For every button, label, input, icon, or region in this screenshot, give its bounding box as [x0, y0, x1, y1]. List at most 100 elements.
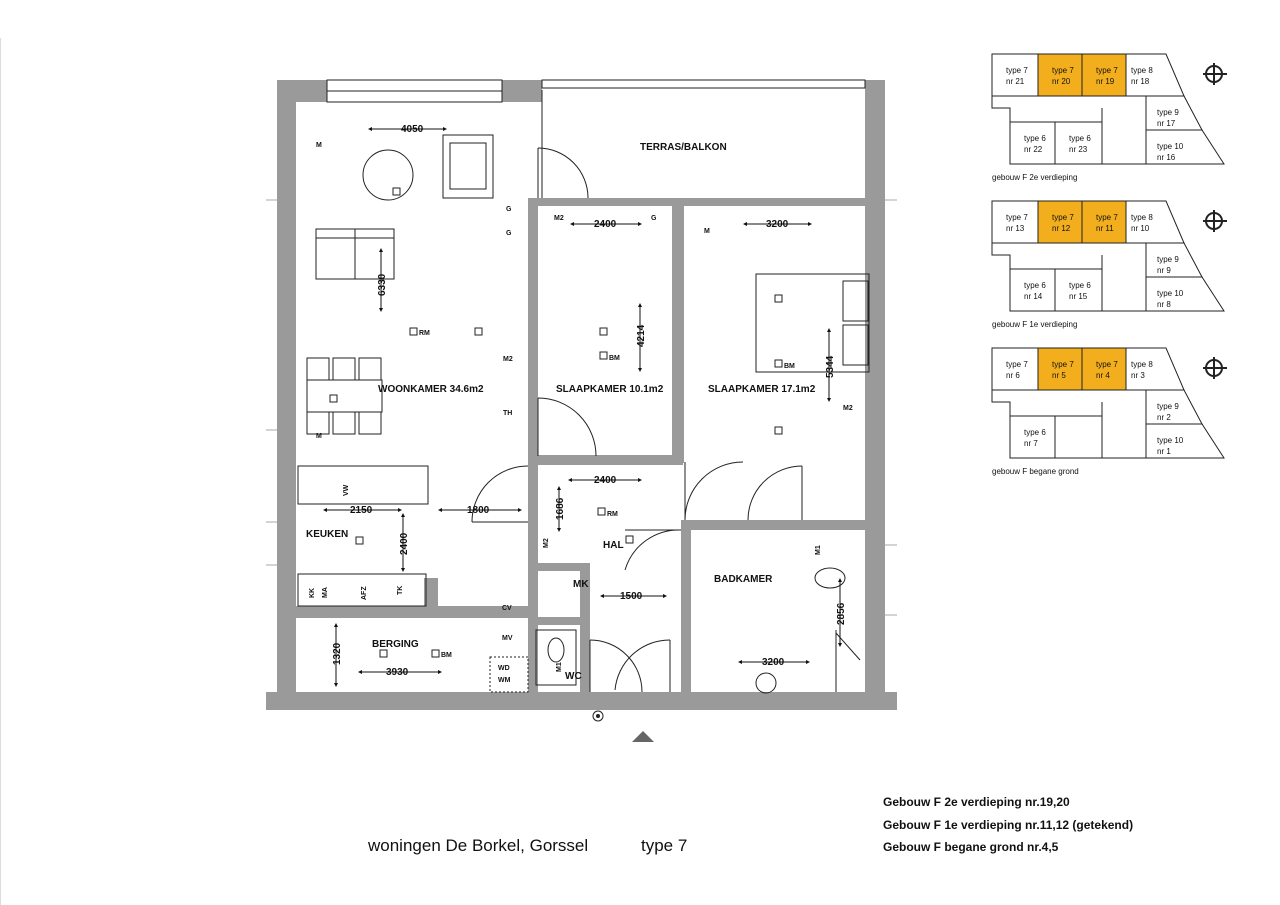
- dim-slaap1-w: 2400: [594, 219, 617, 230]
- dim-woon-w: 4050: [401, 124, 424, 135]
- keyplan-unit-nr: nr 2: [1157, 413, 1171, 422]
- keyplan-unit: [1054, 121, 1103, 165]
- sym-m2-2: M2: [503, 356, 513, 363]
- keyplan-unit: [1125, 200, 1185, 244]
- dim-mk-w: 1500: [620, 591, 643, 602]
- keyplan-unit-nr: nr 17: [1157, 119, 1176, 128]
- keyplan-unit-type: type 7: [1052, 213, 1074, 222]
- keyplan-unit: [1009, 268, 1056, 312]
- keyplan-unit-nr: nr 11: [1096, 224, 1114, 233]
- sym-bm-2: BM: [784, 363, 795, 370]
- keyplan-unit: [1081, 200, 1127, 244]
- keyplan-unit: [1081, 347, 1127, 391]
- keyplan-block: type 7 nr 13 type 7 nr 12 type 7 nr 11 type 8 n…: [991, 200, 1227, 329]
- dim-woon-h: 6330: [377, 273, 388, 296]
- keyplan-caption: gebouw F 2e verdieping: [992, 173, 1077, 182]
- keyplan-unit: [991, 347, 1039, 391]
- sym-rm-2: RM: [607, 511, 618, 518]
- keyplan-unit-type: type 7: [1052, 360, 1074, 369]
- keyplan-unit: [1081, 53, 1127, 97]
- dim-bad-h: 2856: [836, 602, 847, 625]
- keyplan-unit-type: type 7: [1096, 213, 1118, 222]
- sym-g-1: G: [506, 206, 512, 213]
- keyplan-caption: gebouw F begane grond: [992, 467, 1079, 476]
- fixture-symbols: [329, 187, 783, 658]
- keyplan-unit-type: type 8: [1131, 213, 1153, 222]
- dim-berging-h: 1320: [332, 642, 343, 665]
- keyplan-unit: [1009, 121, 1056, 165]
- dim-keuken-w: 2150: [350, 505, 373, 516]
- dim-berging-w: 3930: [386, 667, 409, 678]
- dim-keuken-h: 2400: [399, 532, 410, 555]
- project-title: woningen De Borkel, Gorssel: [368, 836, 589, 855]
- keyplan-unit-type: type 7: [1006, 66, 1028, 75]
- keyplan-unit-nr: nr 14: [1024, 292, 1043, 301]
- keyplan-unit: [991, 200, 1039, 244]
- keyplan-unit-type: type 10: [1157, 289, 1184, 298]
- keyplan-unit-nr: nr 23: [1069, 145, 1088, 154]
- keyplan-unit-type: type 7: [1006, 213, 1028, 222]
- keyplan-unit: [1145, 276, 1225, 312]
- sym-cv: CV: [502, 605, 512, 612]
- dim-slaap2-h: 5344: [825, 355, 836, 378]
- keyplan-unit-nr: nr 5: [1052, 371, 1066, 380]
- sym-tk: TK: [397, 586, 404, 595]
- walls: [266, 80, 897, 710]
- keyplan-unit: [991, 53, 1039, 97]
- keyplans: type 7 nr 21 type 7 nr 20 type 7 nr 19 type 8 n…: [991, 53, 1227, 476]
- keyplan-unit-type: type 6: [1024, 281, 1046, 290]
- keyplan-unit: [1037, 200, 1083, 244]
- keyplan-unit: [1125, 347, 1185, 391]
- sym-m-2: M: [316, 433, 322, 440]
- note-2e: Gebouw F 2e verdieping nr.19,20: [883, 795, 1070, 809]
- sym-th: TH: [503, 410, 512, 417]
- dim-gang-w: 1800: [467, 505, 490, 516]
- sym-mv: MV: [502, 635, 513, 642]
- keyplan-unit-type: type 9: [1157, 402, 1179, 411]
- keyplan-unit-nr: nr 12: [1052, 224, 1071, 233]
- keyplan-unit-nr: nr 15: [1069, 292, 1088, 301]
- sym-bm-1: BM: [609, 355, 620, 362]
- room-hal: HAL: [603, 540, 624, 551]
- type-title: type 7: [641, 836, 688, 855]
- sym-ma: MA: [322, 587, 329, 598]
- keyplan-unit-nr: nr 20: [1052, 77, 1071, 86]
- keyplan-unit-nr: nr 9: [1157, 266, 1171, 275]
- keyplan-unit: [1037, 347, 1083, 391]
- room-terras: TERRAS/BALKON: [640, 142, 727, 153]
- keyplan-unit-nr: nr 13: [1006, 224, 1025, 233]
- keyplan-unit-type: type 7: [1052, 66, 1074, 75]
- dim-hal-h: 1686: [555, 497, 566, 520]
- room-keuken: KEUKEN: [306, 529, 348, 540]
- keyplan-unit-nr: nr 18: [1131, 77, 1150, 86]
- keyplan-unit-type: type 7: [1096, 66, 1118, 75]
- dim-slaap1-h: 4214: [636, 324, 647, 347]
- sym-kk: KK: [309, 588, 316, 598]
- keyplan-unit-nr: nr 19: [1096, 77, 1115, 86]
- sym-wd: WD: [498, 665, 510, 672]
- keyplan-unit: [1054, 415, 1103, 459]
- keyplan-unit-nr: nr 1: [1157, 447, 1171, 456]
- keyplan-unit-nr: nr 6: [1006, 371, 1020, 380]
- keyplan-unit-nr: nr 21: [1006, 77, 1025, 86]
- room-woonkamer: WOONKAMER 34.6m2: [378, 384, 484, 395]
- keyplan-unit-type: type 8: [1131, 360, 1153, 369]
- dim-hal-w: 2400: [594, 475, 617, 486]
- keyplan-unit-nr: nr 8: [1157, 300, 1171, 309]
- keyplan-unit: [1145, 423, 1225, 459]
- sym-g-3: G: [506, 230, 512, 237]
- keyplan-unit: [1054, 268, 1103, 312]
- keyplan-unit: [1145, 129, 1225, 165]
- keyplan-unit-type: type 7: [1096, 360, 1118, 369]
- keyplan-unit-type: type 9: [1157, 108, 1179, 117]
- sym-g-2: G: [651, 215, 657, 222]
- keyplan-unit-type: type 6: [1024, 428, 1046, 437]
- keyplan-unit-type: type 6: [1024, 134, 1046, 143]
- room-slaapkamer-2: SLAAPKAMER 17.1m2: [708, 384, 816, 395]
- keyplan-unit-type: type 10: [1157, 142, 1184, 151]
- keyplan-unit-nr: nr 22: [1024, 145, 1043, 154]
- keyplan-unit-type: type 10: [1157, 436, 1184, 445]
- room-berging: BERGING: [372, 639, 419, 650]
